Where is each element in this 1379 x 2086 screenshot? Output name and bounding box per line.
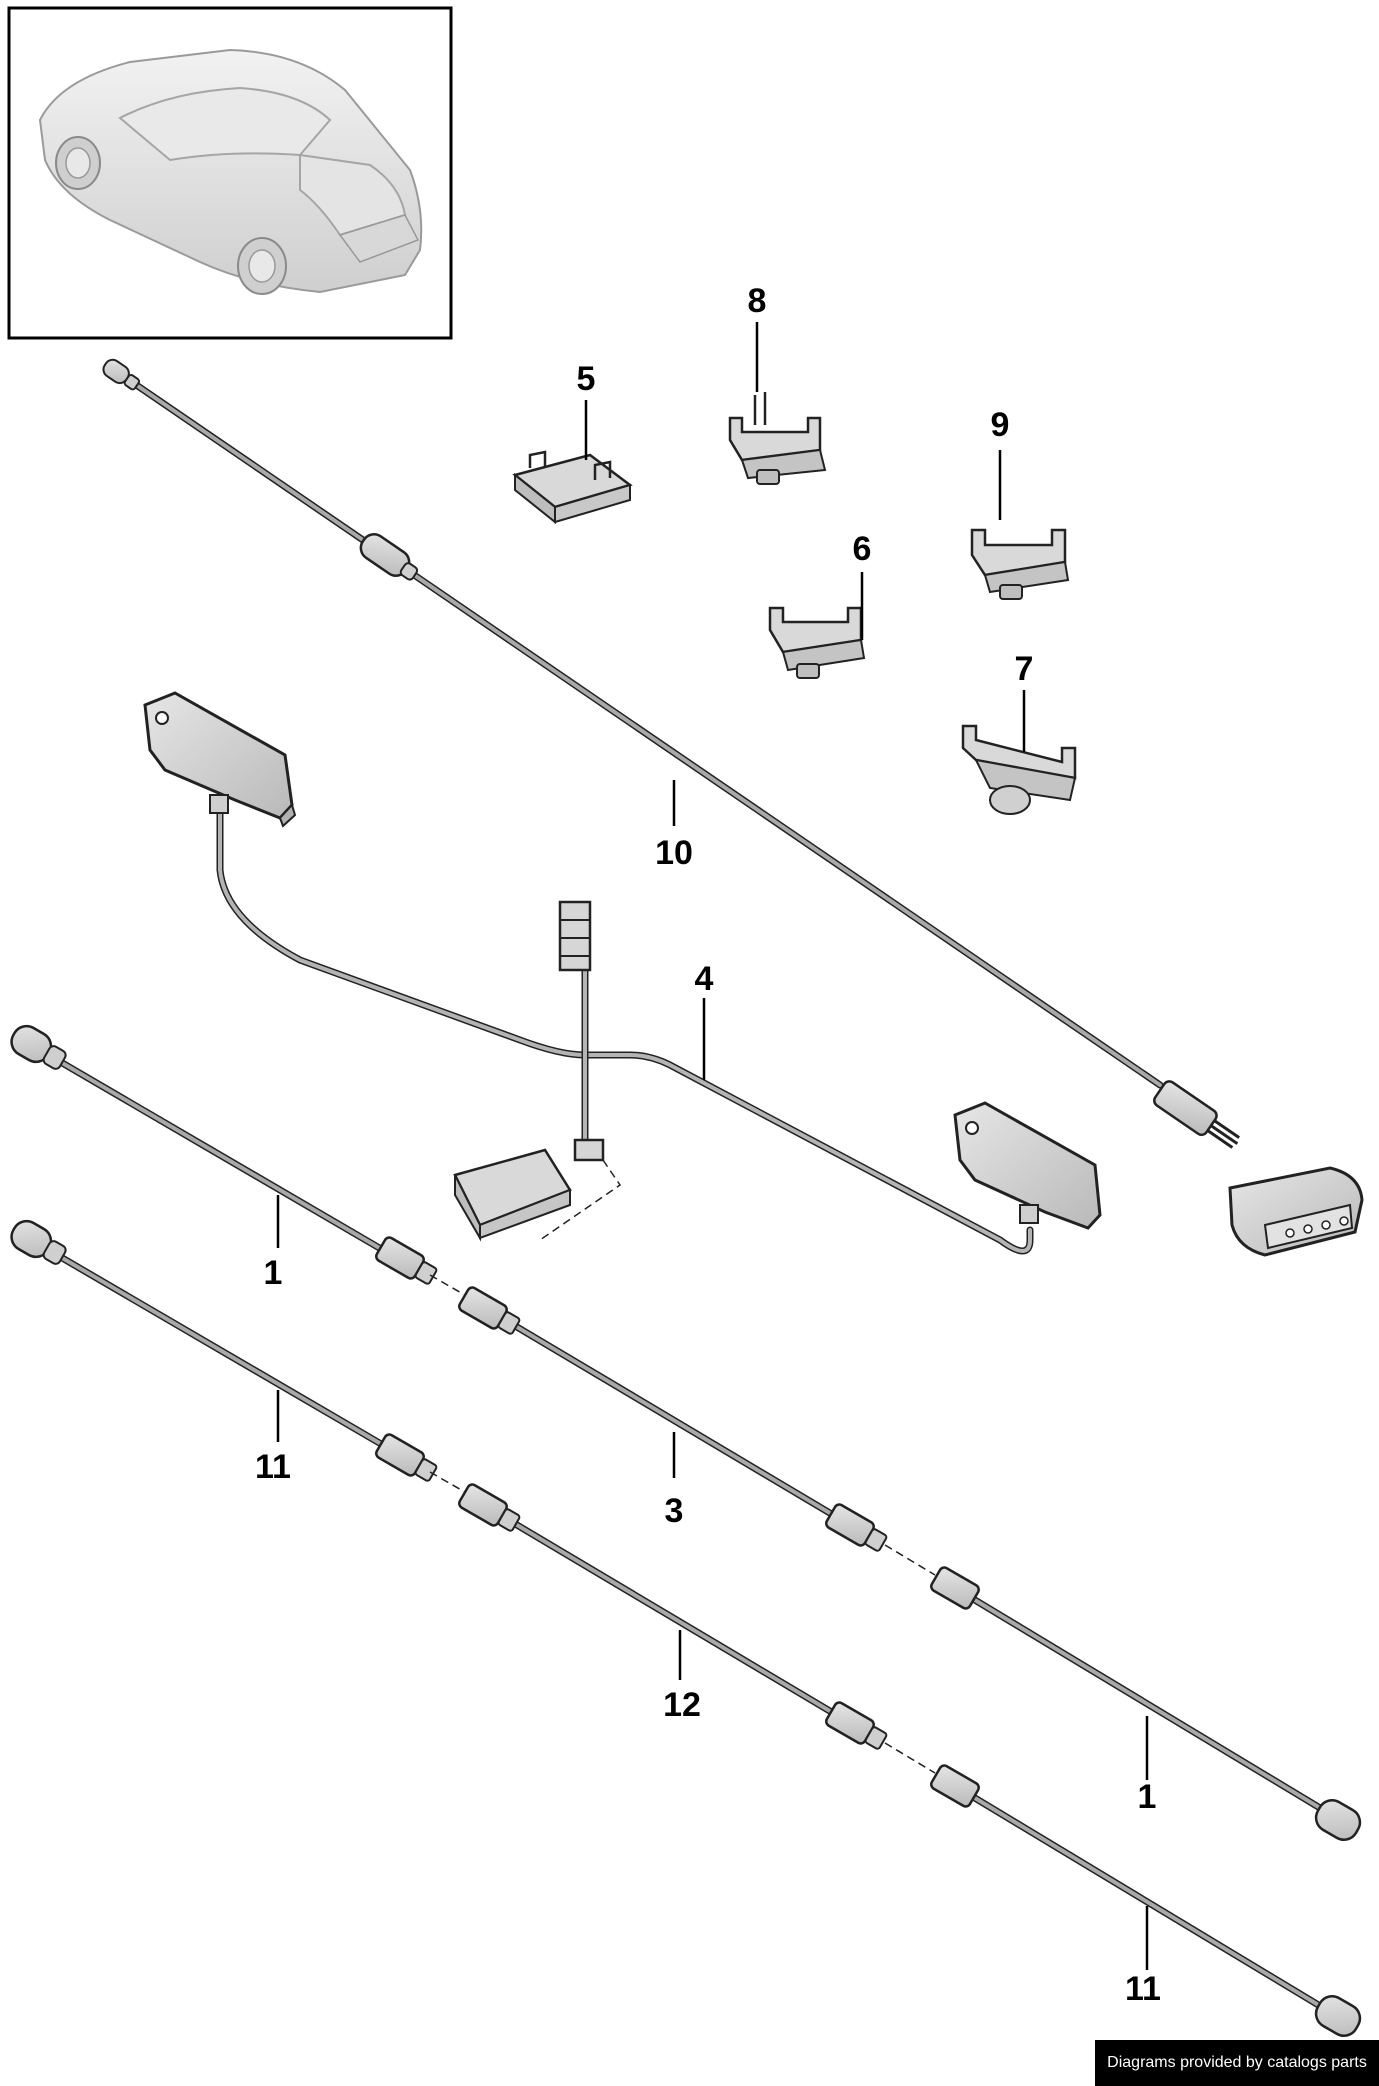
callout-12: 12	[663, 1686, 701, 1724]
part-11-lead-lower	[930, 1764, 1362, 2037]
leader-lines	[276, 322, 1149, 1970]
socket-connector	[453, 1138, 622, 1242]
part-10-antenna-lead	[102, 358, 1364, 1257]
part-4-harness	[143, 691, 1102, 1255]
callout-11-lower: 11	[1125, 1970, 1161, 2008]
callout-10: 10	[655, 834, 693, 872]
part-9-clip	[970, 528, 1070, 600]
part-11-lead-upper	[10, 1219, 438, 1482]
credit-banner: Diagrams provided by catalogs parts	[1095, 2040, 1379, 2086]
plug-connector-top	[558, 900, 592, 972]
callout-6: 6	[853, 530, 872, 568]
antenna-module-lower	[953, 1101, 1102, 1230]
part-8-clip	[728, 392, 827, 485]
callout-1-upper: 1	[264, 1254, 283, 1292]
part-7-clip	[961, 724, 1077, 815]
callout-8: 8	[748, 282, 767, 320]
callout-3: 3	[665, 1492, 684, 1530]
part-3-lead	[458, 1286, 888, 1552]
callout-numbers: 8 5 9 6 7 10 4 1 11 3 12 1 11	[255, 282, 1161, 2008]
antenna-module-upper	[143, 691, 297, 828]
callout-9: 9	[991, 406, 1010, 444]
part-6-clip	[768, 606, 866, 679]
callout-7: 7	[1015, 650, 1034, 688]
part-1-lead-upper	[10, 1024, 438, 1285]
callout-4: 4	[695, 960, 714, 998]
callout-1-lower: 1	[1138, 1778, 1157, 1816]
car-illustration	[38, 48, 423, 295]
part-5-clip	[512, 450, 633, 525]
callout-5: 5	[577, 360, 596, 398]
vehicle-inset	[7, 6, 453, 340]
part-12-lead	[458, 1483, 888, 1750]
callout-11-upper: 11	[255, 1448, 291, 1486]
multi-pin-connector	[1228, 1166, 1364, 1257]
part-1-lead-lower	[930, 1566, 1362, 1841]
